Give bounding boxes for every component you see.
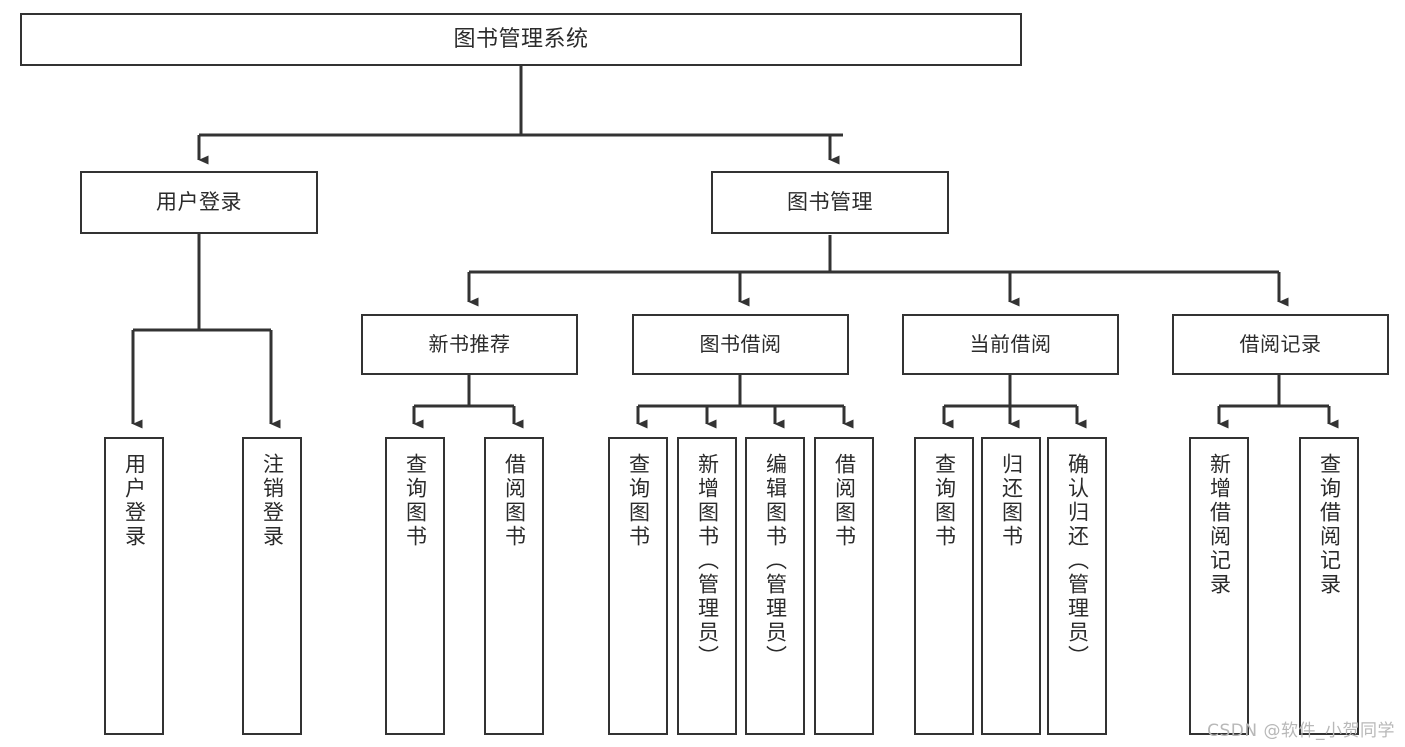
leaf-new-book-query-book[interactable]: 查询图书 <box>385 437 445 735</box>
node-label: 归还图书 <box>999 453 1024 549</box>
leaf-book-borrow-borrow-book[interactable]: 借阅图书 <box>814 437 874 735</box>
leaf-book-borrow-add-book-admin[interactable]: 新增图书（管理员） <box>677 437 737 735</box>
node-label: 图书管理系统 <box>453 26 589 52</box>
node-label: 编辑图书（管理员） <box>763 453 788 669</box>
node-book-borrow[interactable]: 图书借阅 <box>632 314 849 375</box>
node-label: 图书管理 <box>787 190 873 215</box>
node-label: 借阅图书 <box>832 453 857 549</box>
node-current-borrow[interactable]: 当前借阅 <box>902 314 1119 375</box>
node-label: 新书推荐 <box>428 331 511 356</box>
node-label: 借阅记录 <box>1239 331 1322 356</box>
leaf-borrow-record-add-record[interactable]: 新增借阅记录 <box>1189 437 1249 735</box>
node-label: 用户登录 <box>122 453 147 549</box>
leaf-user-login-logout[interactable]: 注销登录 <box>242 437 302 735</box>
node-label: 注销登录 <box>260 453 285 549</box>
node-label: 新增借阅记录 <box>1207 453 1232 597</box>
node-label: 借阅图书 <box>502 453 527 549</box>
node-user-login[interactable]: 用户登录 <box>80 171 318 234</box>
node-label: 确认归还（管理员） <box>1065 453 1090 669</box>
node-label: 当前借阅 <box>969 331 1052 356</box>
node-label: 新增图书（管理员） <box>695 453 720 669</box>
csdn-watermark: CSDN @软件_小贺同学 <box>1207 721 1395 741</box>
leaf-current-borrow-query-book[interactable]: 查询图书 <box>914 437 974 735</box>
leaf-user-login-login[interactable]: 用户登录 <box>104 437 164 735</box>
leaf-current-borrow-confirm-return-admin[interactable]: 确认归还（管理员） <box>1047 437 1107 735</box>
node-label: 查询图书 <box>626 453 651 549</box>
node-borrow-record[interactable]: 借阅记录 <box>1172 314 1389 375</box>
node-label: 查询图书 <box>932 453 957 549</box>
leaf-book-borrow-edit-book-admin[interactable]: 编辑图书（管理员） <box>745 437 805 735</box>
leaf-new-book-borrow-book[interactable]: 借阅图书 <box>484 437 544 735</box>
leaf-current-borrow-return-book[interactable]: 归还图书 <box>981 437 1041 735</box>
node-root-book-management-system[interactable]: 图书管理系统 <box>20 13 1022 66</box>
leaf-book-borrow-query-book[interactable]: 查询图书 <box>608 437 668 735</box>
node-label: 查询图书 <box>403 453 428 549</box>
leaf-borrow-record-query-record[interactable]: 查询借阅记录 <box>1299 437 1359 735</box>
node-label: 图书借阅 <box>699 331 782 356</box>
node-label: 查询借阅记录 <box>1317 453 1342 597</box>
node-new-book-recommend[interactable]: 新书推荐 <box>361 314 578 375</box>
node-book-management[interactable]: 图书管理 <box>711 171 949 234</box>
node-label: 用户登录 <box>156 190 242 215</box>
